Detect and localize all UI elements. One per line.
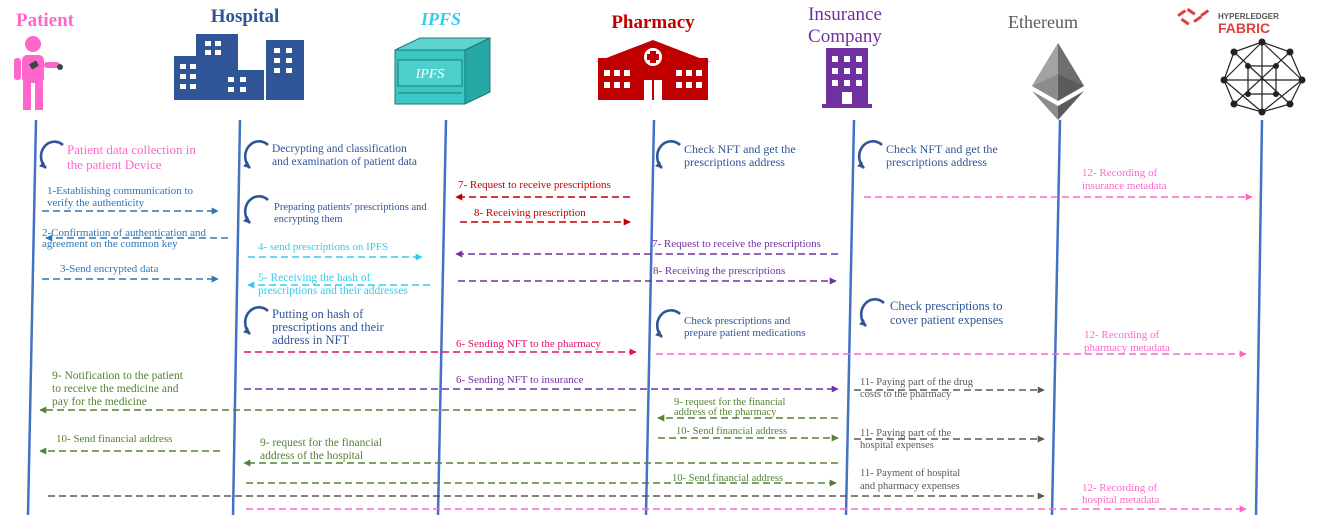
message-11-hospital-label: 11- Paying part of the hospital expenses xyxy=(860,428,954,451)
lifeline-fabric xyxy=(1254,119,1264,516)
self-step-insurance-check-nft: Check NFT and get the prescriptions addr… xyxy=(886,142,1001,169)
message-9-pharmacy-label: 9- request for the financial address of … xyxy=(674,397,788,418)
self-step-patient-collect: Patient data collection in the patient D… xyxy=(67,142,199,172)
self-step-arrow xyxy=(857,140,883,169)
message-8-insurance-label: 8- Receiving the prescriptions xyxy=(653,265,785,277)
lifeline-pharmacy xyxy=(644,119,656,516)
hyperledger-mark-icon xyxy=(1177,7,1210,26)
lifeline-patient xyxy=(26,119,38,516)
message-5-label: 5- Receiving the hash of prescriptions a… xyxy=(258,272,408,297)
self-step-hospital-nft: Putting on hash of prescriptions and the… xyxy=(272,307,387,347)
lifeline-ethereum xyxy=(1050,119,1062,516)
message-2-label: 2-Confirmation of authentication and agr… xyxy=(42,227,209,250)
self-step-insurance-check-prescriptions: Check prescriptions to cover patient exp… xyxy=(890,299,1006,327)
message-11-payment-label: 11- Payment of hospital and pharmacy exp… xyxy=(860,468,963,492)
message-9-patient-label: 9- Notification to the patient to receiv… xyxy=(52,370,186,408)
message-6-pharmacy-label: 6- Sending NFT to the pharmacy xyxy=(456,338,601,350)
pharmacy-building-icon xyxy=(596,40,710,100)
message-6-insurance-label: 6- Sending NFT to insurance xyxy=(456,374,584,386)
hyperledger-fabric-logo-icon: HYPERLEDGER FABRIC xyxy=(1177,7,1306,116)
message-12-pharmacy-label: 12- Recording of pharmacy metadata xyxy=(1084,329,1170,354)
message-7-pharmacy-label: 7- Request to receive prescriptions xyxy=(458,179,611,191)
self-step-arrow xyxy=(243,306,269,335)
ethereum-logo-icon xyxy=(1032,43,1084,120)
self-step-arrow xyxy=(655,140,681,169)
message-9-hospital-label: 9- request for the financial address of … xyxy=(260,437,385,462)
lifeline-hospital xyxy=(231,119,242,516)
lifeline-ipfs xyxy=(436,119,448,516)
message-7-insurance-label: 7- Request to receive the prescriptions xyxy=(652,238,821,250)
message-12-hospital-label: 12- Recording of hospital metadata xyxy=(1082,482,1160,506)
ipfs-box-label: IPFS xyxy=(415,67,445,82)
self-step-hospital-prepare: Preparing patients' prescriptions and en… xyxy=(274,202,429,225)
self-step-arrow xyxy=(655,309,681,338)
self-step-arrow xyxy=(243,140,269,169)
participant-ethereum-title: Ethereum xyxy=(1008,12,1078,32)
participant-insurance-title-line2: Company xyxy=(808,26,882,47)
message-10-pharmacy-label: 10- Send financial address xyxy=(676,426,787,437)
message-12-insurance-label: 12- Recording of insurance metadata xyxy=(1082,167,1167,192)
message-11-drug-label: 11- Paying part of the drug costs to the… xyxy=(860,377,976,400)
participant-patient-title: Patient xyxy=(16,10,75,31)
hospital-building-icon xyxy=(174,34,304,100)
ipfs-box-icon: IPFS xyxy=(394,37,491,105)
message-8-pharmacy-label: 8- Receiving prescription xyxy=(474,207,586,219)
participant-pharmacy-title: Pharmacy xyxy=(611,12,695,33)
participant-ipfs-title: IPFS xyxy=(420,9,461,29)
self-step-pharmacy-check-prescriptions: Check prescriptions and prepare patient … xyxy=(684,315,806,339)
hyperledger-logo-text: HYPERLEDGER xyxy=(1218,12,1279,21)
self-step-arrow xyxy=(38,140,64,169)
message-1-label: 1-Establishing communication to verify t… xyxy=(47,185,196,209)
self-step-hospital-decrypt: Decrypting and classification and examin… xyxy=(272,143,417,168)
participant-hospital-title: Hospital xyxy=(211,6,280,27)
self-step-arrow xyxy=(859,298,885,327)
lifeline-insurance xyxy=(844,119,856,516)
fabric-logo-text: FABRIC xyxy=(1218,20,1270,36)
self-step-arrow xyxy=(243,195,269,224)
message-3-label: 3-Send encrypted data xyxy=(60,263,158,275)
insurance-building-icon xyxy=(822,48,872,108)
patient-icon xyxy=(14,36,63,110)
self-step-pharmacy-check-nft: Check NFT and get the prescriptions addr… xyxy=(684,142,799,169)
message-4-label: 4- send prescriptions on IPFS xyxy=(258,241,388,253)
message-10-hospital-label: 10- Send financial address xyxy=(672,473,783,484)
participant-insurance-title-line1: Insurance xyxy=(808,4,882,25)
message-10-patient-label: 10- Send financial address xyxy=(56,433,172,445)
